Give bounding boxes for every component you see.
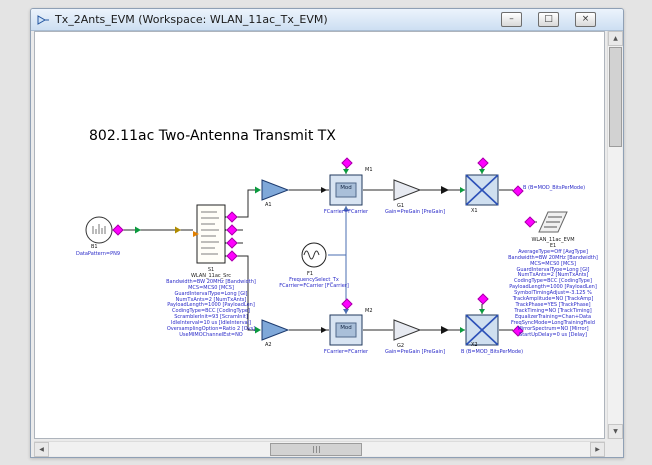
amplifier-bottom-designator: A2 bbox=[265, 342, 272, 348]
thumb-grip bbox=[318, 446, 320, 453]
amplifier-top-designator: A1 bbox=[265, 202, 272, 208]
source-param: DataPattern=PN9 bbox=[75, 251, 121, 257]
modulator-bottom-icon[interactable] bbox=[329, 314, 363, 346]
mixer-top-designator: X1 bbox=[471, 208, 478, 214]
param-line: SymbolTimingAdjust=-3.125 % bbox=[514, 290, 592, 297]
param-line: MirrorSpectrum=NO [Mirror] bbox=[517, 325, 589, 332]
param-line: GuardIntervalType=Long [GI] bbox=[516, 266, 590, 273]
wires-layer bbox=[123, 166, 537, 334]
modulator-bottom-designator: M2 bbox=[365, 308, 373, 314]
param-line: FreqSyncMode=LongTrainingField bbox=[511, 319, 595, 326]
scroll-right-button[interactable]: ▶ bbox=[590, 442, 605, 457]
param-line: PayloadLength=1000 [PayloadLen] bbox=[167, 302, 255, 309]
param-line: UseMIMOChannelEst=NO bbox=[179, 331, 243, 338]
titlebar[interactable]: Tx_2Ants_EVM (Workspace: WLAN_11ac_Tx_EV… bbox=[31, 9, 623, 31]
param-line: NumTxAnts=2 [NumTxAnts] bbox=[175, 296, 247, 303]
splitter-designator: S1 bbox=[207, 267, 215, 273]
modulator-bottom-param: FCarrier=FCarrier bbox=[323, 349, 369, 355]
param-line: ScramblerInit=93 [ScramInit] bbox=[174, 314, 248, 321]
param-line: AverageType=Off [AvgType] bbox=[518, 248, 588, 255]
mixer-top-icon[interactable] bbox=[465, 174, 499, 206]
evm-params: WLAN_11ac_EVM E1 AverageType=Off [AvgTyp… bbox=[493, 237, 604, 338]
window-title: Tx_2Ants_EVM (Workspace: WLAN_11ac_Tx_EV… bbox=[55, 13, 328, 26]
bits-source-icon[interactable] bbox=[83, 214, 115, 246]
scroll-down-button[interactable]: ▼ bbox=[608, 424, 623, 439]
param-line: TrackTiming=NO [TrackTiming] bbox=[514, 307, 592, 314]
param-line: PayloadLength=1000 [PayloadLen] bbox=[509, 284, 597, 291]
param-line: FrequencySelect_Tx bbox=[289, 277, 339, 283]
modulator-top-label: Mod bbox=[340, 185, 352, 191]
scroll-up-button[interactable]: ▲ bbox=[608, 31, 623, 46]
vertical-scrollbar[interactable]: ▲ ▼ bbox=[607, 31, 623, 439]
param-line: EqualizerTraining=Chan+Data bbox=[514, 313, 592, 320]
param-line: MCS=MCS0 [MCS] bbox=[188, 284, 234, 291]
schematic-canvas[interactable]: 802.11ac Two-Antenna Transmit TX B1 Data… bbox=[34, 31, 605, 439]
evm-name: WLAN_11ac_EVM bbox=[531, 237, 575, 243]
schematic-heading: 802.11ac Two-Antenna Transmit TX bbox=[89, 128, 336, 144]
modulator-top-param: FCarrier=FCarrier bbox=[323, 209, 369, 215]
gain-top-param: Gain=PreGain [PreGain] bbox=[384, 209, 446, 215]
gain-bottom-param: Gain=PreGain [PreGain] bbox=[384, 349, 446, 355]
modulator-bottom-label: Mod bbox=[340, 325, 352, 331]
maximize-button[interactable]: □ bbox=[538, 12, 559, 27]
gain-top-designator: G1 bbox=[397, 203, 405, 209]
vertical-scroll-thumb[interactable] bbox=[609, 47, 622, 147]
param-line: CodingType=BCC [CodingType] bbox=[514, 278, 592, 285]
evm-sink-icon[interactable] bbox=[535, 208, 571, 236]
param-line: GuardIntervalType=Long [GI] bbox=[174, 290, 248, 297]
gain-top-icon[interactable] bbox=[393, 178, 423, 202]
gain-bottom-designator: G2 bbox=[397, 343, 405, 349]
mixer-top-out-label: B (B=MOD_BitsPerMode) bbox=[523, 185, 586, 191]
schematic-icon bbox=[37, 14, 49, 25]
param-line: OversamplingOption=Ratio 2 [Ovs] bbox=[166, 326, 256, 333]
evm-designator: E1 bbox=[549, 242, 557, 249]
param-line: StartUpDelay=0 us [Delay] bbox=[519, 331, 587, 338]
mixer-bottom-icon[interactable] bbox=[465, 314, 499, 346]
schematic-sheet[interactable]: 802.11ac Two-Antenna Transmit TX B1 Data… bbox=[35, 32, 604, 438]
param-line: Bandwidth=BW 20MHz [Bandwidth] bbox=[508, 254, 598, 261]
param-line: IdleInterval=10 us [IdleInterval] bbox=[171, 320, 251, 327]
minimize-button[interactable]: – bbox=[501, 12, 522, 27]
param-line: FCarrier=FCarrier [FCarrier] bbox=[279, 282, 349, 289]
wlan-source-block-icon[interactable] bbox=[193, 202, 233, 268]
modulator-top-icon[interactable] bbox=[329, 174, 363, 206]
param-line: CodingType=BCC [CodingType] bbox=[172, 308, 250, 315]
param-line: NumTxAnts=2 [NumTxAnts] bbox=[517, 272, 589, 279]
param-line: TrackPhase=YES [TrackPhase] bbox=[515, 301, 591, 308]
param-line: Bandwidth=BW 20MHz [Bandwidth] bbox=[166, 278, 256, 285]
source-designator: B1 bbox=[91, 244, 98, 250]
mixer-bottom-designator: X2 bbox=[471, 342, 478, 348]
scroll-left-button[interactable]: ◀ bbox=[34, 442, 49, 457]
oscillator-designator: F1 bbox=[307, 271, 314, 277]
window-controls: – □ × bbox=[501, 12, 596, 27]
param-line: MCS=MCS0 [MCS] bbox=[530, 260, 576, 267]
thumb-grip bbox=[312, 446, 314, 453]
thumb-grip bbox=[315, 446, 317, 453]
param-line: TrackAmplitude=NO [TrackAmp] bbox=[512, 296, 594, 303]
wlan-source-params: S1 WLAN_11ac_Src Bandwidth=BW 20MHz [Ban… bbox=[151, 267, 271, 339]
scrollbar-corner bbox=[607, 441, 622, 456]
amplifier-bottom-icon[interactable] bbox=[261, 318, 291, 342]
mixer-bottom-out-label: B (B=MOD_BitsPerMode) bbox=[460, 349, 524, 355]
gain-bottom-icon[interactable] bbox=[393, 318, 423, 342]
horizontal-scrollbar[interactable]: ◀ ▶ bbox=[34, 441, 605, 457]
schematic-window: Tx_2Ants_EVM (Workspace: WLAN_11ac_Tx_EV… bbox=[30, 8, 624, 458]
horizontal-scroll-thumb[interactable] bbox=[270, 443, 362, 456]
oscillator-icon[interactable] bbox=[299, 240, 329, 270]
amplifier-top-icon[interactable] bbox=[261, 178, 291, 202]
modulator-top-designator: M1 bbox=[365, 167, 373, 173]
close-button[interactable]: × bbox=[575, 12, 596, 27]
splitter-name: WLAN_11ac_Src bbox=[190, 272, 232, 279]
